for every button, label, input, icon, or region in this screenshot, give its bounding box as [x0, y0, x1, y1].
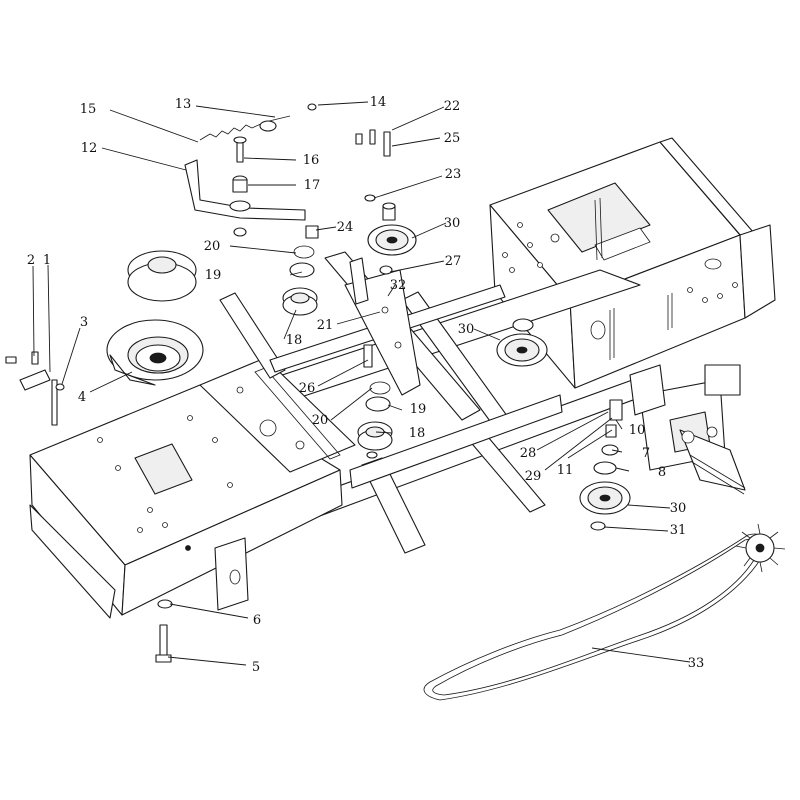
- callout-27: 27: [445, 254, 462, 269]
- callout-24: 24: [337, 220, 354, 235]
- spacer-18-19-20-upper: [282, 245, 318, 316]
- callout-33: 33: [688, 656, 705, 671]
- callout-19-lower: 19: [410, 402, 427, 417]
- drive-belt: [423, 523, 786, 701]
- callout-18-upper: 18: [286, 333, 303, 348]
- callout-26: 26: [299, 381, 316, 396]
- callout-15: 15: [80, 102, 97, 117]
- callout-7: 7: [642, 446, 650, 461]
- callout-19-upper: 19: [205, 268, 222, 283]
- callout-22: 22: [444, 99, 461, 114]
- engine-pulley: [127, 250, 197, 302]
- main-frame: [29, 251, 666, 619]
- callout-29: 29: [525, 469, 542, 484]
- idler-bracket: [344, 257, 421, 396]
- callout-32: 32: [390, 278, 407, 293]
- callout-20-upper: 20: [204, 239, 221, 254]
- callout-11: 11: [557, 463, 574, 478]
- callout-2: 2: [27, 253, 35, 268]
- callout-6: 6: [253, 613, 261, 628]
- callout-31: 31: [670, 523, 687, 538]
- callout-12: 12: [81, 141, 98, 156]
- brake-lever-12: [184, 159, 306, 221]
- spring-13: [199, 115, 291, 141]
- callout-18-lower: 18: [409, 426, 426, 441]
- callout-5: 5: [252, 660, 260, 675]
- pulley-30-lower: [579, 481, 631, 515]
- callout-20-lower: 20: [312, 413, 329, 428]
- pulley-30-upper: [367, 224, 417, 256]
- callout-17: 17: [304, 178, 321, 193]
- spacer-18-19-20-lower: [357, 381, 393, 459]
- callout-10: 10: [629, 423, 646, 438]
- callout-14: 14: [370, 95, 387, 110]
- callout-3: 3: [80, 315, 88, 330]
- callout-4: 4: [78, 390, 86, 405]
- leader-lines: [32, 101, 691, 666]
- callout-labels: 1 2 3 4 5 6 7 8 10 11 12 13 14 15 16 17 …: [27, 95, 704, 675]
- pulley-30-middle: [496, 318, 548, 367]
- callout-30-middle: 30: [458, 322, 475, 337]
- pto-clutch: [106, 319, 204, 386]
- callout-30-upper: 30: [444, 216, 461, 231]
- bolts-and-small-parts: [5, 103, 623, 663]
- callout-28: 28: [520, 446, 537, 461]
- callout-30-lower: 30: [670, 501, 687, 516]
- callout-8: 8: [658, 465, 666, 480]
- callout-13: 13: [175, 97, 192, 112]
- callout-21: 21: [317, 318, 334, 333]
- callout-25: 25: [444, 131, 461, 146]
- callout-16: 16: [303, 153, 320, 168]
- callout-1: 1: [43, 253, 51, 268]
- callout-23: 23: [445, 167, 462, 182]
